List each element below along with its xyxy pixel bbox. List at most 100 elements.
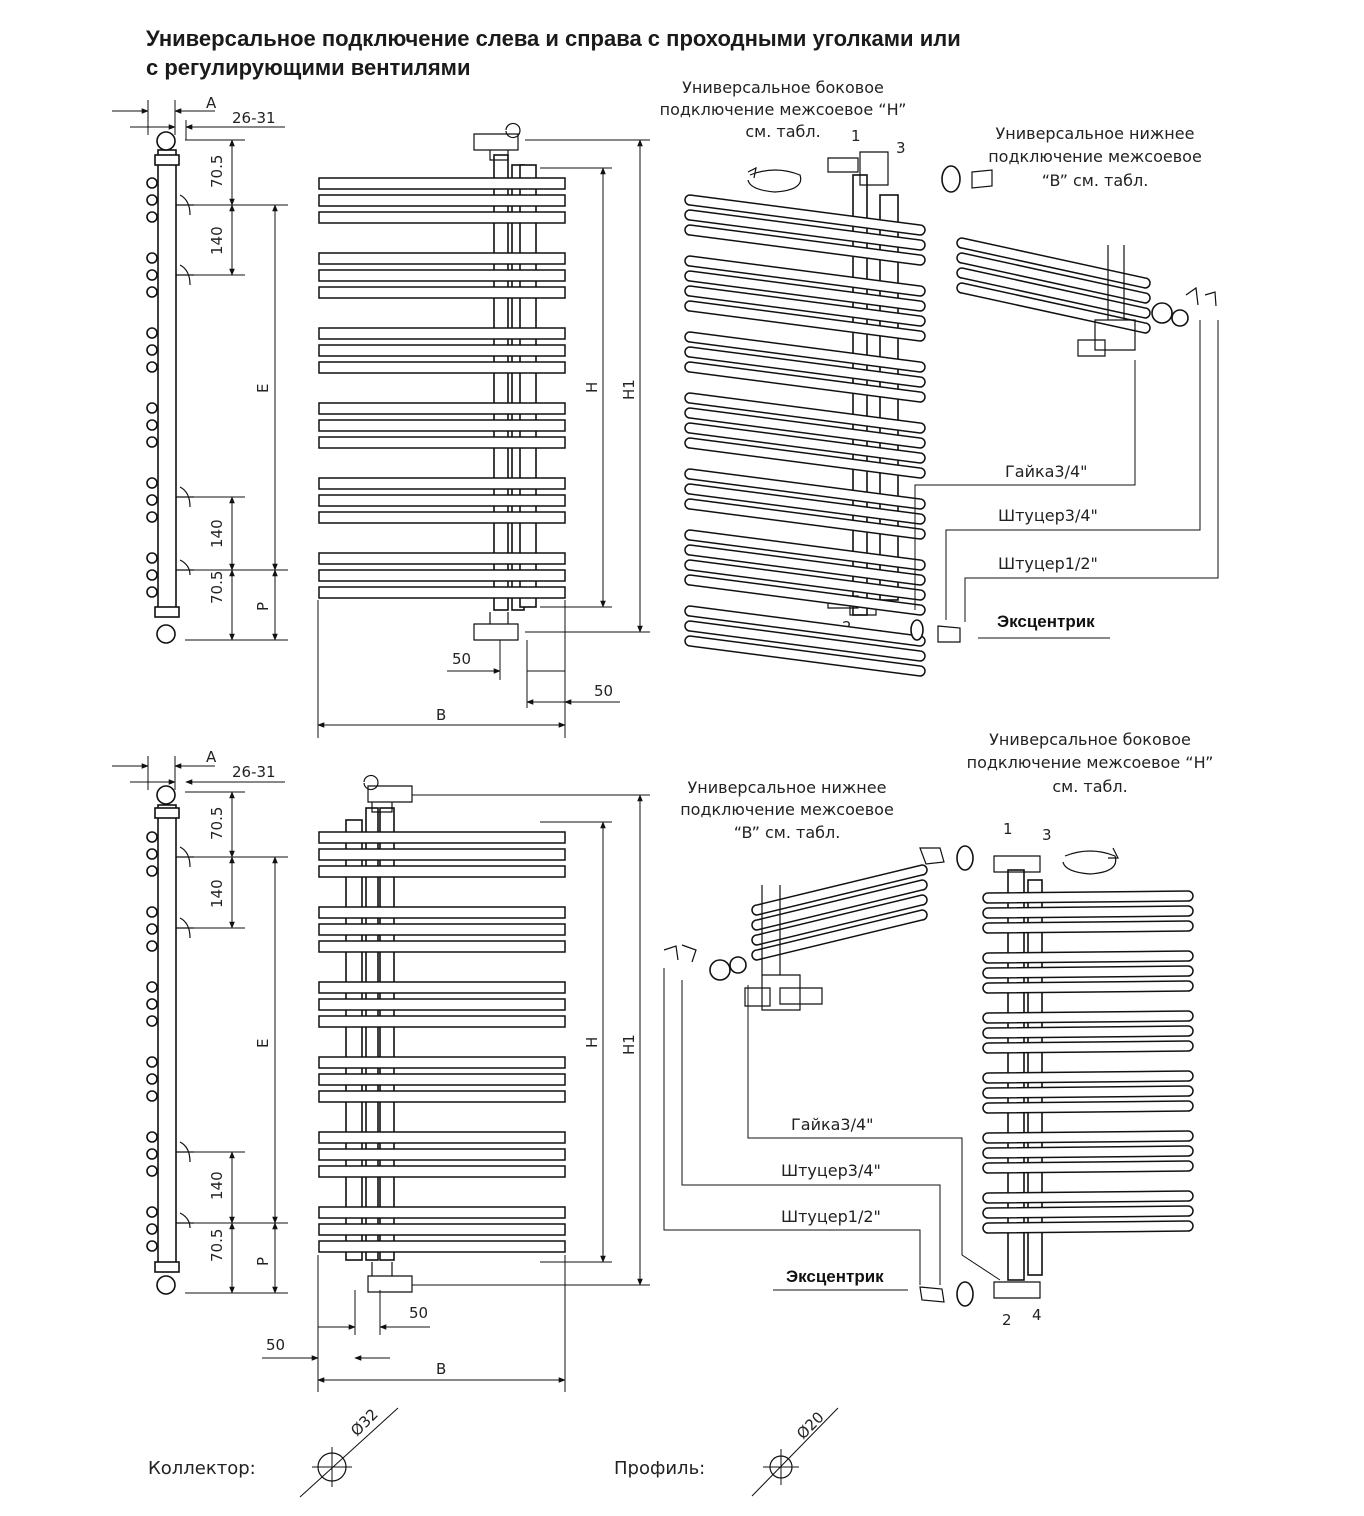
top-front-bar <box>318 436 566 449</box>
bottom-side-bar-end <box>146 1015 158 1027</box>
top-side-bar-end <box>146 569 158 581</box>
bottom-front-bar <box>318 865 566 878</box>
top-dim-h: H <box>583 382 601 393</box>
title-line-2: с регулирующими вентилями <box>146 55 471 80</box>
bottom-front-collector-a <box>345 819 363 1261</box>
bottom-iso-side-tube <box>982 950 1194 964</box>
bottom-callout-2: 2 <box>1002 1311 1012 1329</box>
bottom-front-bar <box>318 906 566 919</box>
top-section: A 26-31 70.5 <box>112 78 1219 738</box>
bottom-side-bar-end <box>146 923 158 935</box>
top-iso-side-tube <box>684 635 926 677</box>
bottom-front-bar <box>318 998 566 1011</box>
top-side-bar-end <box>146 344 158 356</box>
bottom-side-bar-end <box>146 1056 158 1068</box>
top-side-bar-end <box>146 552 158 564</box>
bottom-front-bar <box>318 1165 566 1178</box>
bottom-label-fitting-1-2: Штуцер1/2" <box>781 1207 881 1226</box>
bottom-iso-side-tube <box>982 1190 1194 1204</box>
top-front-bar <box>318 327 566 340</box>
bottom-callout-1: 1 <box>1003 820 1013 838</box>
top-side-bar-end <box>146 436 158 448</box>
bottom-nut-icon <box>956 1281 974 1307</box>
top-side-bar-end <box>146 252 158 264</box>
top-front-bar <box>318 402 566 415</box>
top-iso-side-tube <box>684 529 926 571</box>
bottom-iso-side-tube <box>982 1130 1194 1144</box>
top-dim-70-5-upper: 70.5 <box>208 155 226 188</box>
top-side-bar-end <box>146 511 158 523</box>
top-front-bar <box>318 586 566 599</box>
bottom-front-bar <box>318 923 566 936</box>
bottom-side-caption-1: Универсальное боковое <box>989 730 1191 749</box>
bottom-dim-70-5-lower: 70.5 <box>208 1229 226 1262</box>
top-front-collector-b <box>519 164 537 608</box>
bottom-dim-50-left: 50 <box>266 1336 285 1354</box>
top-iso-bottom-tube <box>956 237 1151 289</box>
bottom-iso-side-tube <box>982 1160 1194 1174</box>
bottom-dim-offset: 26-31 <box>232 763 276 781</box>
top-dim-a: A <box>206 94 217 112</box>
bottom-dim-a: A <box>206 748 217 766</box>
top-dim-70-5-lower: 70.5 <box>208 571 226 604</box>
legend-profile-diameter: Ø20 <box>793 1408 828 1443</box>
top-front-bar <box>318 361 566 374</box>
top-dim-140-lower: 140 <box>208 519 226 548</box>
top-iso-side-tube <box>684 285 926 327</box>
top-front-bar <box>318 494 566 507</box>
bottom-side-bar-end <box>146 940 158 952</box>
top-iso-side-connection: Универсальное боковое подключение межсое… <box>660 78 926 677</box>
bottom-front-bar <box>318 1090 566 1103</box>
bottom-iso-bottom-tube <box>751 894 928 946</box>
top-front-bar <box>318 477 566 490</box>
bottom-side-bar-end <box>146 1131 158 1143</box>
bottom-side-bar-end <box>146 1165 158 1177</box>
bottom-side-bar-end <box>146 1073 158 1085</box>
top-dim-b: B <box>436 706 446 724</box>
bottom-side-bar-end <box>146 906 158 918</box>
top-iso-bottom-tube <box>956 267 1151 319</box>
bottom-label-eccentric: Эксцентрик <box>786 1267 884 1286</box>
bottom-front-bar <box>318 1206 566 1219</box>
top-side-bar-end <box>146 586 158 598</box>
bottom-dim-p: P <box>254 1257 272 1266</box>
bottom-side-bar-end <box>146 998 158 1010</box>
diagram-title: Универсальное подключение слева и справа… <box>146 24 1046 82</box>
bottom-callout-3: 3 <box>1042 826 1052 844</box>
bottom-front-bar <box>318 848 566 861</box>
top-front-bar <box>318 252 566 265</box>
bottom-iso-side-tube <box>982 1070 1194 1084</box>
bottom-front-bar <box>318 1073 566 1086</box>
bottom-front-bar <box>318 1223 566 1236</box>
bottom-iso-side-tube <box>982 1220 1194 1234</box>
top-label-fitting-1-2: Штуцер1/2" <box>998 554 1098 573</box>
top-iso-side-tube <box>684 194 926 236</box>
top-bottom-caption-1: Универсальное нижнее <box>996 124 1195 143</box>
top-iso-side-tube <box>684 605 926 647</box>
top-iso-side-tube <box>684 392 926 434</box>
bottom-iso-side-tube <box>982 1010 1194 1024</box>
top-side-bar-end <box>146 361 158 373</box>
bottom-iso-side-tube <box>982 1085 1194 1099</box>
top-callout-3: 3 <box>896 139 906 157</box>
bottom-dim-70-5-upper: 70.5 <box>208 807 226 840</box>
bottom-label-nut: Гайка3/4" <box>791 1115 874 1134</box>
top-side-bar-end <box>146 194 158 206</box>
top-bottom-caption-3: “B” см. табл. <box>1042 171 1149 190</box>
legend: Коллектор: Ø32 Профиль: Ø20 <box>148 1405 839 1498</box>
bottom-iso-side-connection: Универсальное боковое подключение межсое… <box>967 730 1214 1329</box>
bottom-iso-side-tube <box>982 1025 1194 1039</box>
bottom-dim-140-lower: 140 <box>208 1171 226 1200</box>
legend-profile-label: Профиль: <box>614 1458 705 1479</box>
top-dim-e: E <box>254 384 272 393</box>
bottom-side-caption-2: подключение межсоевое “H” <box>967 753 1214 772</box>
bottom-iso-side-tube <box>982 1145 1194 1159</box>
bottom-front-view: H H1 B 50 50 <box>262 774 650 1392</box>
bottom-iso-bottom-tube <box>751 864 928 916</box>
top-side-caption-3: см. табл. <box>745 122 820 141</box>
top-front-bar <box>318 177 566 190</box>
top-iso-side-tube <box>684 437 926 479</box>
top-dim-p: P <box>254 602 272 611</box>
bottom-dim-e: E <box>254 1039 272 1048</box>
